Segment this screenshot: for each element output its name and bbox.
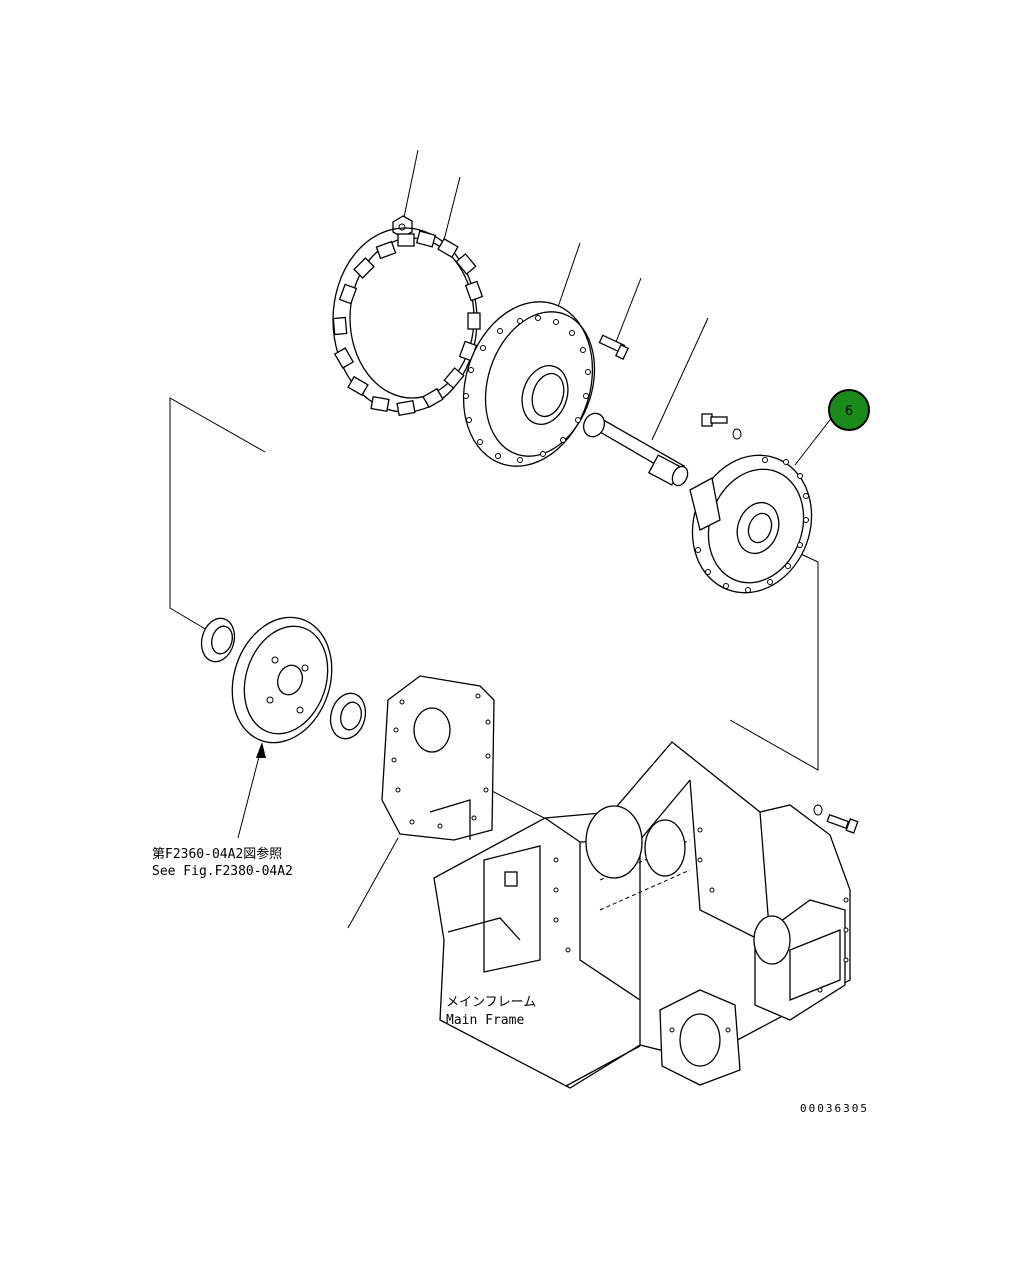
see-figure-label-en: See Fig.F2380-04A2 — [152, 864, 293, 879]
splined-shaft — [582, 412, 689, 487]
main-frame-label-en: Main Frame — [446, 1013, 524, 1028]
bolt-center — [598, 334, 630, 360]
sprocket-segment-ring — [332, 227, 484, 417]
callout-number: 6 — [845, 404, 853, 419]
hub-flange — [462, 301, 596, 467]
reference-labels: 第F2360-04A2図参照 See Fig.F2380-04A2 メインフレー… — [152, 846, 869, 1115]
bolt-right — [701, 413, 742, 440]
final-drive-gear — [231, 616, 333, 744]
planetary-carrier — [689, 454, 813, 594]
nut-top — [392, 215, 413, 238]
bearing-right — [329, 692, 367, 740]
main-frame-label-jp: メインフレーム — [446, 995, 536, 1010]
see-figure-label-jp: 第F2360-04A2図参照 — [152, 846, 282, 862]
leader-lines — [169, 149, 834, 929]
main-frame — [433, 741, 859, 1089]
bearing-left — [200, 617, 236, 663]
final-drive-housing — [381, 675, 495, 841]
drawing-number: 00036305 — [800, 1102, 869, 1115]
callout-balloon-6[interactable]: 6 — [828, 389, 870, 431]
